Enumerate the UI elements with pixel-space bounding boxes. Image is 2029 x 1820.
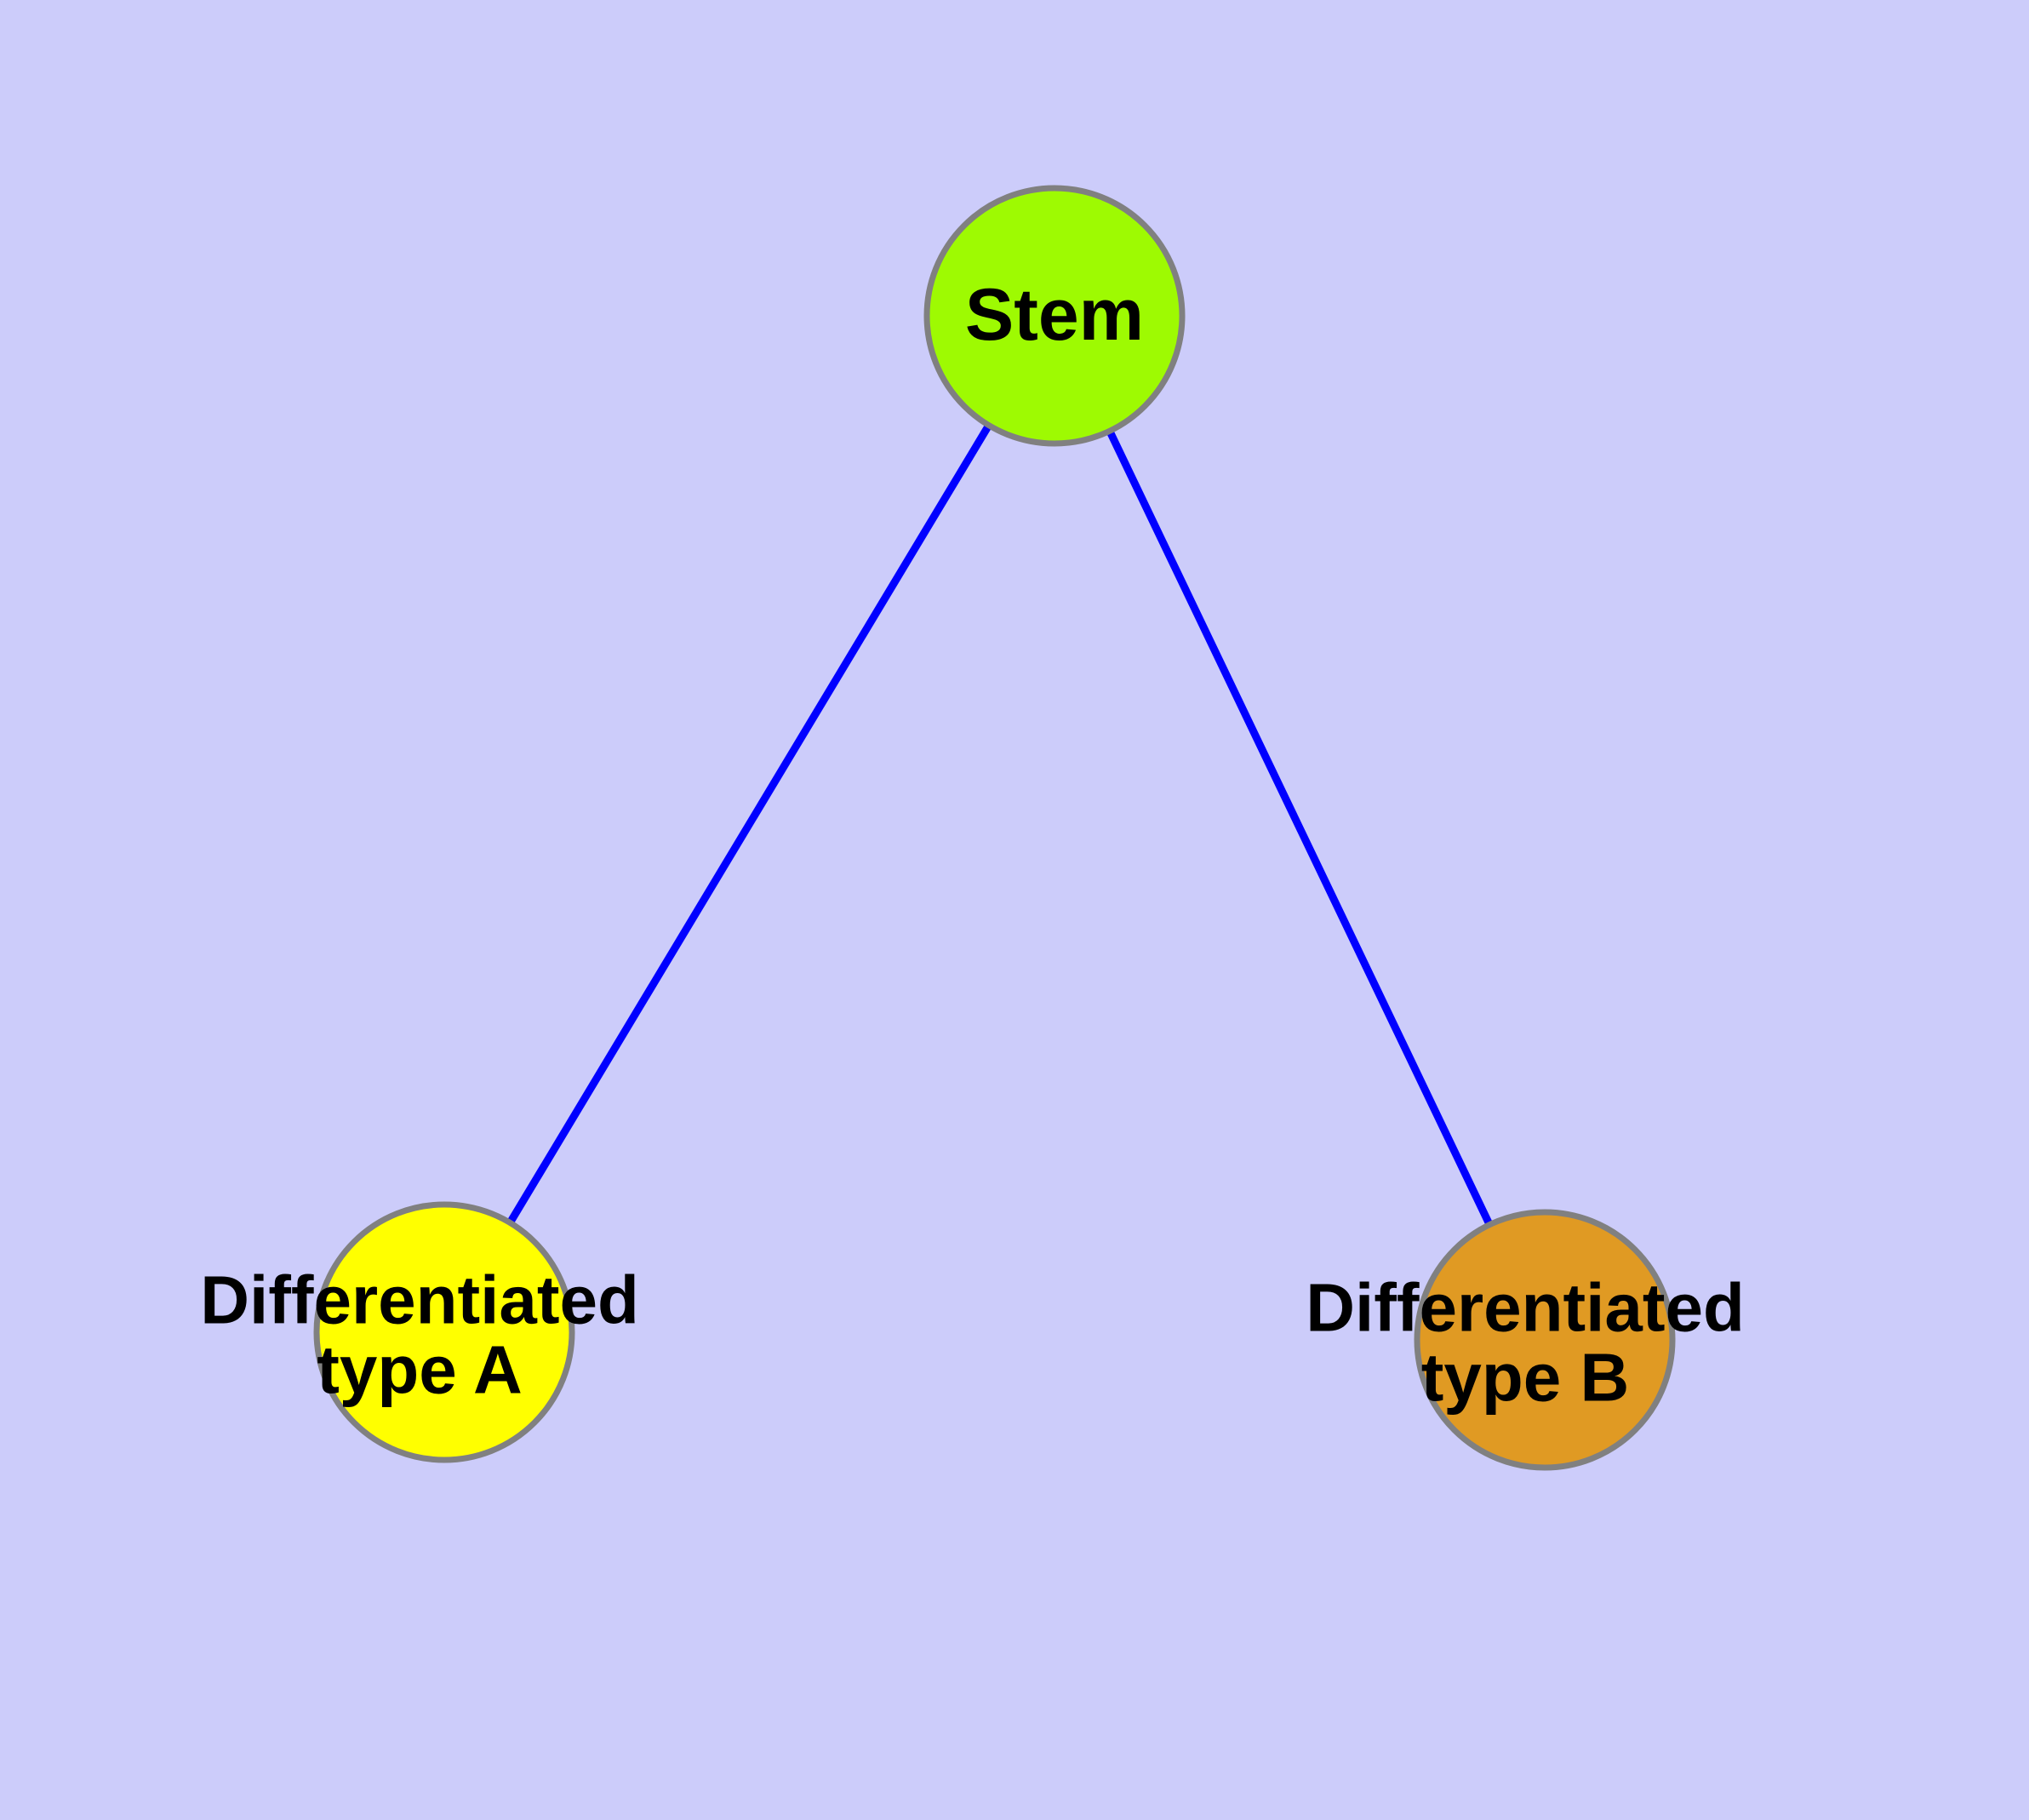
- graph-node-differentiated-type-a[interactable]: [313, 1201, 575, 1463]
- edges-layer: [441, 313, 1549, 1342]
- graph-node-stem[interactable]: [923, 185, 1186, 447]
- graph-edge-stem-to-type-a: [441, 313, 1058, 1335]
- graph-node-differentiated-type-b[interactable]: [1414, 1209, 1676, 1471]
- graph-edge-stem-to-type-b: [1050, 314, 1549, 1342]
- nodes-layer: [313, 185, 1676, 1471]
